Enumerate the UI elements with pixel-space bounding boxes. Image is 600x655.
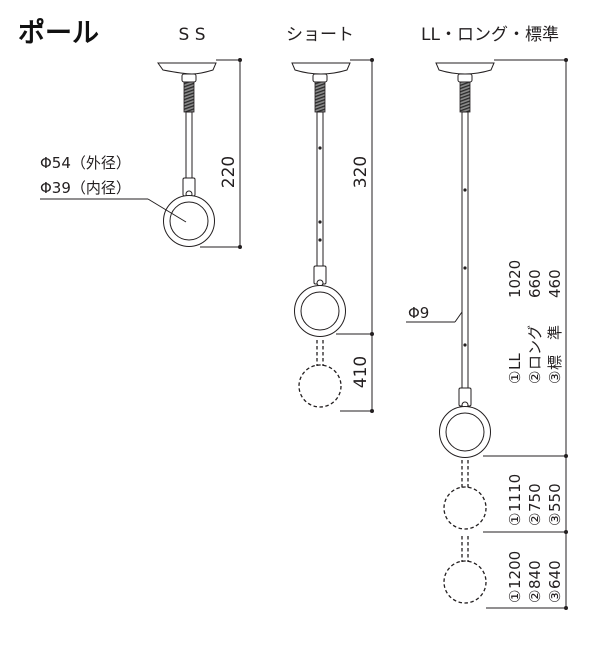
svg-text:①: ① [506,513,524,526]
short-extension-ghost [298,340,342,408]
list-item: ① 1200 [506,551,524,603]
svg-text:②: ② [526,371,544,384]
short-length-label: 320 [351,156,371,188]
svg-text:1200: 1200 [506,551,524,589]
svg-text:①: ① [506,590,524,603]
svg-text:②: ② [526,513,544,526]
list-item: ② 840 [526,560,544,603]
svg-text:1020: 1020 [506,260,524,298]
list-item: ③ 標 準 460 [546,269,564,384]
svg-text:550: 550 [546,483,564,512]
svg-text:標 準: 標 準 [546,325,564,370]
list-item: ② 750 [526,483,544,526]
list-item: ① LL 1020 [506,260,524,384]
svg-text:660: 660 [526,269,544,298]
list-item: ② ロング 660 [526,269,544,384]
page-title: ポール [18,18,99,49]
svg-text:LL: LL [506,353,524,370]
svg-text:750: 750 [526,483,544,512]
list-item: ③ 550 [546,483,564,526]
long-length-list: ① LL 1020 ② ロング 660 ③ 標 準 460 [506,260,564,384]
short-header: ショート [286,25,354,45]
list-item: ③ 640 [546,560,564,603]
svg-text:③: ③ [546,371,564,384]
long-pole [435,62,495,458]
ring-inner-diameter-label: Φ39（内径） [40,179,131,197]
svg-text:ロング: ロング [526,325,544,370]
long-dimension [483,58,568,610]
ss-header: S S [179,25,206,45]
short-pole [291,62,351,337]
ring-outer-diameter-label: Φ54（外径） [40,154,131,172]
svg-text:460: 460 [546,269,564,298]
ss-dimension [200,58,242,249]
svg-text:840: 840 [526,560,544,589]
long-extension-1-list: ① 1110 ② 750 ③ 550 [506,474,564,526]
short-extension-label: 410 [351,356,371,388]
svg-text:640: 640 [546,560,564,589]
long-extension-ghost-1 [443,460,487,530]
svg-text:②: ② [526,590,544,603]
svg-text:1110: 1110 [506,474,524,512]
long-extension-2-list: ① 1200 ② 840 ③ 640 [506,551,564,603]
long-extension-ghost-2 [443,536,487,604]
ss-length-label: 220 [219,156,239,188]
pole-diameter-leader [454,311,463,323]
ss-pole [157,62,217,247]
list-item: ① 1110 [506,474,524,526]
short-dimension [336,58,374,413]
svg-text:③: ③ [546,590,564,603]
ring-leader-line [147,198,187,223]
svg-text:①: ① [506,371,524,384]
pole-diameter-label: Φ9 [408,304,429,322]
long-header: LL・ロング・標準 [421,25,559,45]
svg-text:③: ③ [546,513,564,526]
